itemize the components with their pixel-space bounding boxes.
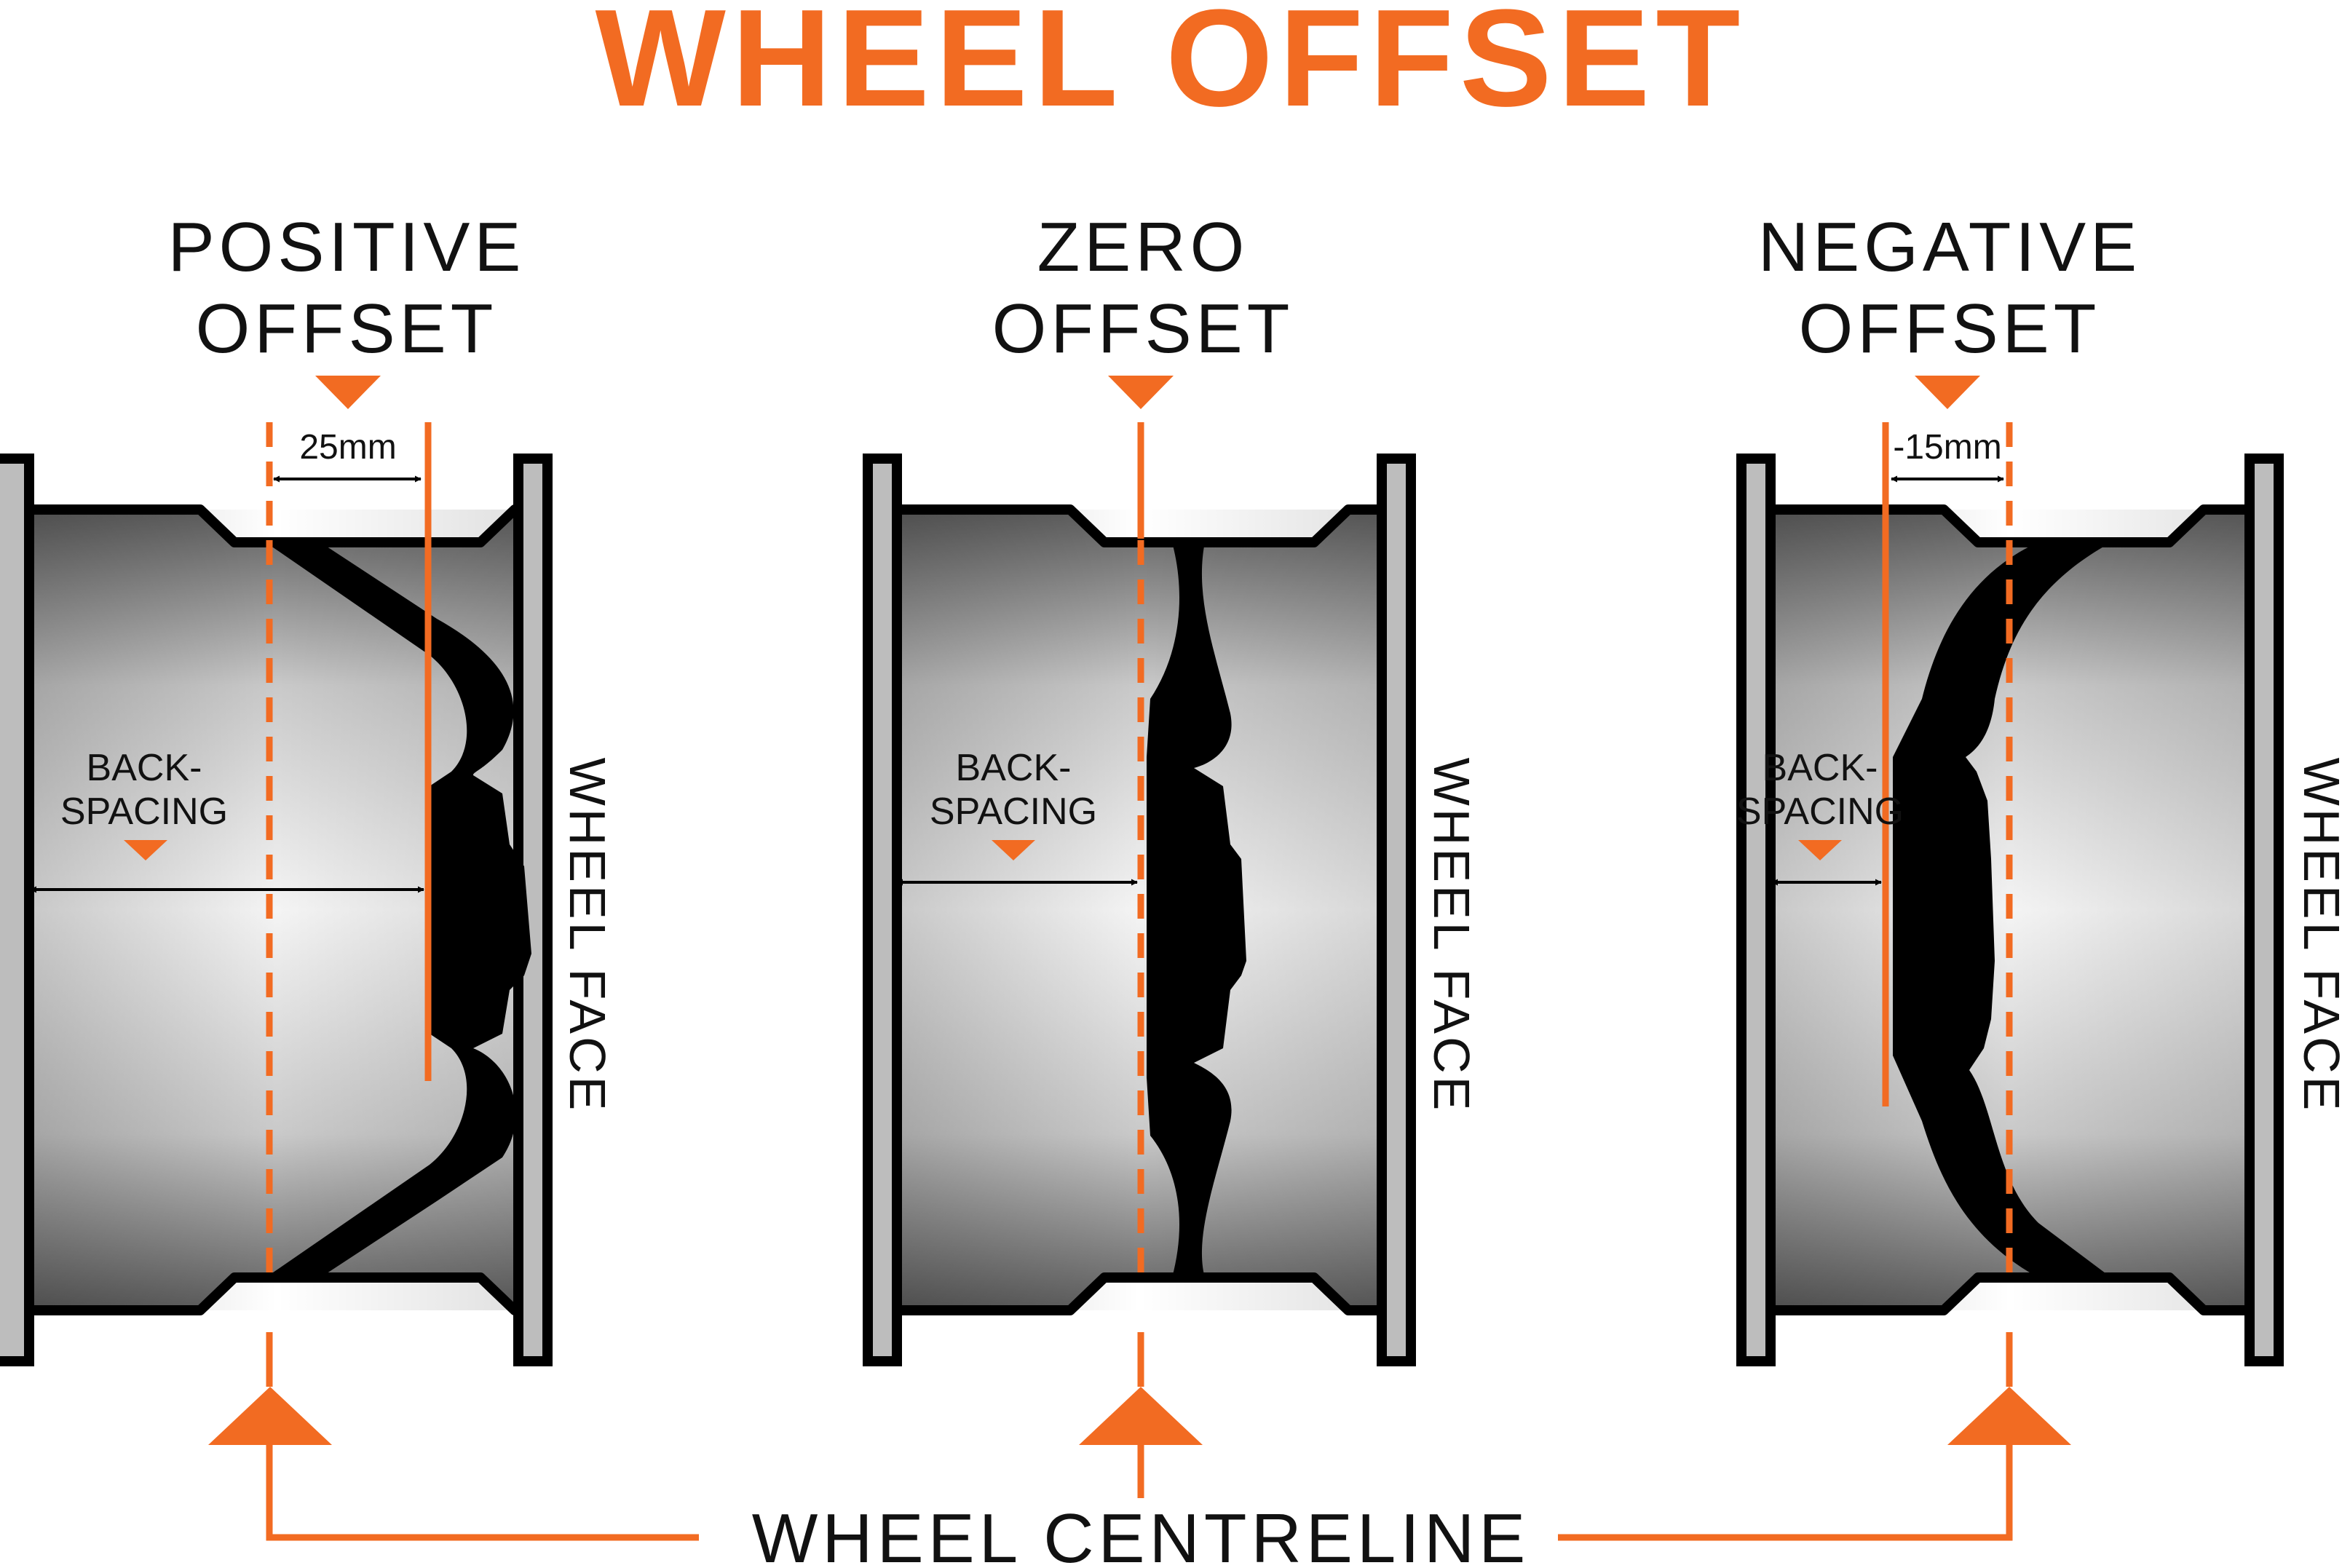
inner-flange	[863, 454, 902, 1366]
wheel-face-label: WHEEL FACE	[559, 758, 616, 1114]
panel-positive-offset: POSITIVE OFFSET 25mm BACK- SPACING WHEEL…	[0, 208, 616, 1445]
centreline-callout: WHEEL CENTRELINE	[266, 1445, 2013, 1568]
offset-value-negative: -15mm	[1893, 428, 2001, 467]
outer-flange	[2244, 454, 2284, 1366]
centreline-bracket-right	[1558, 1445, 2013, 1541]
centreline-pointer-icon	[208, 1387, 332, 1445]
heading-positive-line1: POSITIVE	[168, 208, 526, 286]
backspacing-pointer-icon	[1798, 840, 1842, 860]
heading-pointer-icon	[315, 376, 381, 409]
wheel-cross-section	[0, 454, 553, 1366]
centreline-label: WHEEL CENTRELINE	[752, 1500, 1530, 1568]
backspacing-label-line2: SPACING	[1736, 791, 1904, 833]
centreline-pointer-icon	[1947, 1387, 2071, 1445]
centreline-pointer-icon	[1079, 1387, 1203, 1445]
offset-value-positive: 25mm	[299, 428, 396, 467]
heading-zero-line2: OFFSET	[992, 290, 1294, 368]
inner-flange	[1736, 454, 1776, 1366]
backspacing-label-line1: BACK-	[1763, 747, 1878, 789]
heading-zero-line1: ZERO	[1037, 208, 1249, 286]
wheel-face-label: WHEEL FACE	[1423, 758, 1480, 1114]
heading-pointer-icon	[1915, 376, 1980, 409]
outer-flange	[1377, 454, 1416, 1366]
inner-flange	[0, 454, 34, 1366]
backspacing-label-line1: BACK-	[87, 747, 202, 789]
backspacing-label-line1: BACK-	[956, 747, 1072, 789]
heading-negative-line1: NEGATIVE	[1758, 208, 2141, 286]
centreline-bracket-left	[266, 1445, 699, 1541]
wheel-disc	[1893, 542, 2111, 1278]
page-title: WHEEL OFFSET	[596, 0, 1746, 135]
backspacing-label-line2: SPACING	[60, 791, 228, 833]
wheel-disc	[1147, 542, 1246, 1278]
backspacing-label-line2: SPACING	[930, 791, 1097, 833]
panel-zero-offset: ZERO OFFSET BACK- SPACING WHEEL FACE	[863, 208, 1480, 1498]
heading-pointer-icon	[1108, 376, 1174, 409]
backspacing-pointer-icon	[124, 840, 167, 860]
outer-flange	[513, 454, 553, 1366]
panel-negative-offset: NEGATIVE OFFSET -15mm BACK- SPACING WHEE…	[1736, 208, 2342, 1445]
wheel-face-label: WHEEL FACE	[2293, 758, 2342, 1114]
backspacing-pointer-icon	[992, 840, 1035, 860]
wheel-disc	[266, 542, 531, 1278]
heading-positive-line2: OFFSET	[196, 290, 498, 368]
heading-negative-line2: OFFSET	[1799, 290, 2101, 368]
